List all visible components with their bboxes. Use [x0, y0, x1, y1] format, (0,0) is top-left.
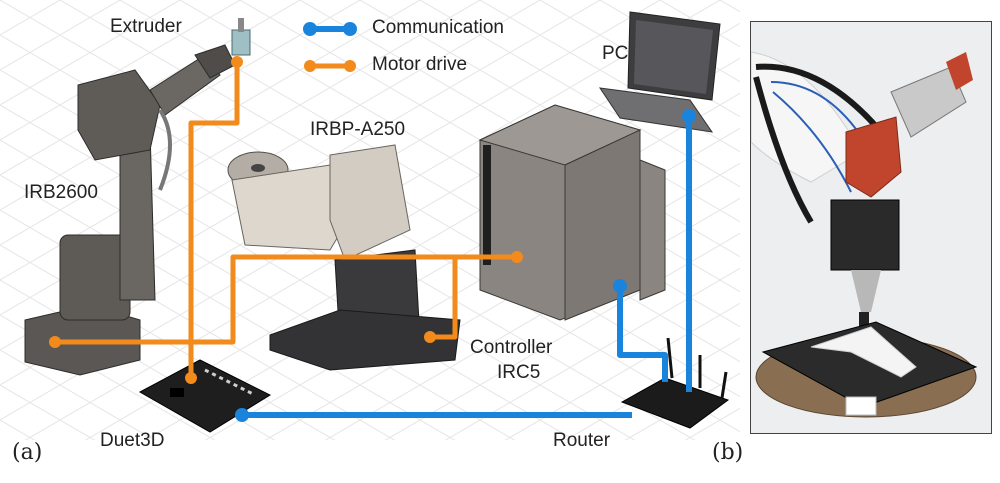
- irbp-a250-positioner-icon: [227, 144, 461, 371]
- pc-laptop-icon: [598, 11, 721, 133]
- motor-node-positioner: [424, 331, 436, 343]
- cable-black-top: [755, 63, 884, 134]
- controller-irc5-icon: [478, 104, 666, 321]
- motor-line-controller-to-positioner: [430, 257, 458, 340]
- legend-label-communication: Communication: [372, 17, 504, 38]
- label-irbp-a250: IRBP-A250: [310, 119, 406, 140]
- motor-node-controller: [511, 251, 523, 263]
- printed-part: [810, 326, 917, 378]
- label-irc5: IRC5: [497, 362, 541, 383]
- extruder-icon: [231, 18, 251, 56]
- router-icon: [620, 337, 730, 429]
- printing-setup-photo: [750, 21, 992, 434]
- motor-node-duet: [185, 372, 197, 384]
- legend: [303, 22, 357, 72]
- label-router: Router: [553, 430, 611, 451]
- nozzle-bracket: [851, 270, 881, 312]
- motor-line-controller-to-robot: [55, 254, 517, 345]
- motor-drive-connections: [49, 56, 523, 384]
- motor-line-duet-to-extruder: [188, 62, 240, 378]
- label-extruder: Extruder: [110, 16, 182, 37]
- motor-node-extruder: [231, 56, 243, 68]
- panel-label-a: (a): [12, 440, 43, 465]
- red-printed-bracket: [845, 116, 902, 198]
- label-pc: PC: [602, 43, 629, 64]
- comm-node-pc: [682, 109, 696, 123]
- legend-label-motor-drive: Motor drive: [372, 54, 468, 75]
- label-irb2600: IRB2600: [24, 182, 98, 203]
- comm-line-controller-to-router: [617, 286, 668, 382]
- extruder-motor-housing: [890, 66, 967, 138]
- communication-connections: [235, 109, 696, 422]
- legend-swatch-communication: [303, 22, 357, 36]
- label-controller: Controller: [470, 337, 553, 358]
- cable-black-side: [753, 76, 814, 224]
- panel-label-b: (b): [712, 440, 744, 465]
- motor-node-robot: [49, 336, 61, 348]
- legend-swatch-motor-drive: [304, 60, 356, 72]
- bed-connector: [845, 396, 877, 416]
- red-extruder-cap: [946, 52, 973, 90]
- print-head-mount: [830, 199, 900, 271]
- cable-blue-2: [772, 91, 852, 193]
- comm-node-controller: [613, 279, 627, 293]
- label-duet3d: Duet3D: [100, 430, 165, 451]
- comm-node-duet: [235, 408, 249, 422]
- print-bed: [761, 321, 978, 408]
